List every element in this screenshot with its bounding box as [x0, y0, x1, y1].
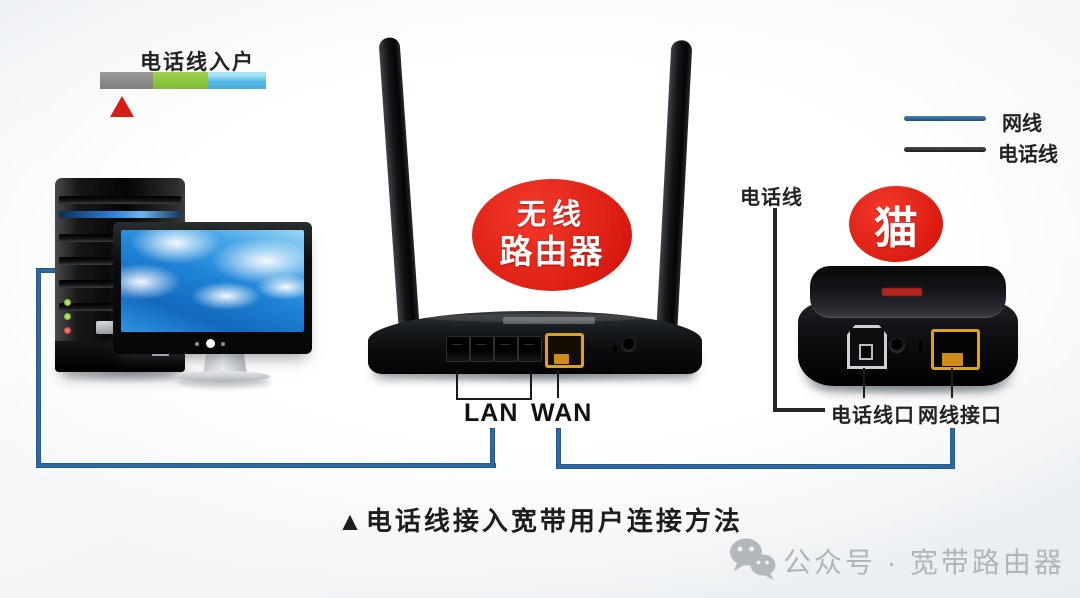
- monitor-stand-neck: [203, 352, 247, 374]
- modem-brand-logo: [882, 288, 922, 296]
- lan-label: LAN: [464, 399, 519, 427]
- network-cable-wan-drop: [556, 428, 561, 469]
- brand-text: 公众号 · 宽带路由器: [783, 547, 1065, 578]
- tower-led-green-2: [64, 313, 71, 320]
- router-model-print: [503, 317, 595, 324]
- wan-label: WAN: [531, 399, 593, 427]
- lan-port-4: [518, 336, 542, 362]
- screen-cloud: [121, 264, 181, 300]
- screen-cloud: [256, 274, 304, 300]
- modem-network-port-leader: [951, 368, 953, 398]
- legend-phone-cable-line: [904, 147, 986, 152]
- router-badge-line1: 无线: [516, 199, 587, 232]
- network-cable-modem-drop: [950, 428, 955, 469]
- router-badge-line2: 路由器: [499, 232, 605, 270]
- entry-bar-segment-gray: [100, 72, 153, 89]
- diagram-caption: ▲电话线接入宽带用户连接方法: [337, 506, 743, 536]
- entry-bar-segment-green: [153, 72, 208, 89]
- router-body: [368, 311, 702, 374]
- modem-network-port: [931, 329, 980, 370]
- lan-port-3: [494, 336, 518, 362]
- router-antenna-left: [378, 36, 420, 334]
- network-cable-pc-vertical: [36, 268, 41, 468]
- screen-cloud: [191, 282, 261, 310]
- wireless-router-badge: 无线 路由器: [472, 179, 632, 291]
- phone-line-label: 电话线: [740, 187, 803, 209]
- lan-ports-bracket: [456, 371, 532, 400]
- monitor-power-dot: [221, 342, 225, 346]
- legend-phone-cable-label: 电话线: [998, 144, 1058, 166]
- network-cable-wan-horizontal: [556, 464, 955, 469]
- modem-network-port-tab: [942, 353, 963, 366]
- tower-blue-stripe: [59, 211, 181, 218]
- legend-network-cable-label: 网线: [1002, 113, 1042, 135]
- tower-led-red: [64, 327, 71, 334]
- router-power-jack: [621, 337, 636, 352]
- legend-network-cable-line: [904, 116, 986, 121]
- lan-port-1: [446, 336, 470, 362]
- monitor: [113, 222, 312, 354]
- wechat-icon: [730, 538, 776, 580]
- monitor-indicator-dot: [195, 342, 199, 346]
- lan-port-2: [470, 336, 494, 362]
- modem-power-jack: [889, 337, 905, 353]
- phone-line-vertical: [773, 208, 777, 412]
- modem-phone-port-leader: [863, 368, 865, 398]
- monitor-stand-base: [176, 371, 270, 382]
- tower-ridge: [59, 196, 181, 204]
- network-cable-pc-stub: [38, 268, 62, 273]
- wan-port-tab: [554, 354, 569, 364]
- router-reset-hole: [613, 345, 617, 352]
- network-cable-pc-horizontal: [36, 463, 496, 468]
- entry-bar-segment-blue: [208, 72, 266, 89]
- modem-phone-port: [847, 325, 887, 369]
- monitor-screen: [121, 230, 304, 332]
- router-antenna-right: [656, 39, 693, 337]
- monitor-logo-dot: [206, 339, 215, 348]
- wan-port: [545, 333, 584, 368]
- modem-network-port-label: 网线接口: [918, 405, 1002, 427]
- screen-cloud: [131, 230, 221, 264]
- entry-marker-triangle-icon: [110, 96, 134, 117]
- tower-led-green-1: [64, 299, 71, 306]
- modem-reset-slot: [919, 340, 922, 351]
- router-top-sheen: [428, 314, 642, 322]
- modem-phone-port-label: 电话线口: [831, 405, 915, 427]
- modem-phone-port-inner: [859, 344, 873, 360]
- modem-cat-badge: 猫: [849, 186, 943, 262]
- wan-leader-line: [557, 370, 559, 398]
- phone-entry-label: 电话线入户: [140, 51, 255, 74]
- network-cable-lan-drop: [490, 428, 495, 468]
- modem-top: [810, 266, 1006, 318]
- phone-line-horizontal: [773, 408, 825, 412]
